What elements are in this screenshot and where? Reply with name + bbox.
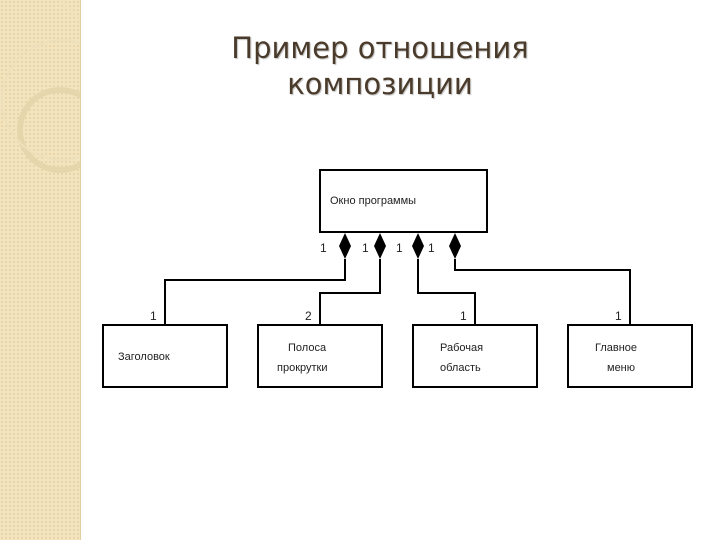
- multiplicity-whole-3: 1: [396, 241, 403, 255]
- multiplicity-part-mainmenu: 1: [615, 309, 622, 323]
- connector-scrollbar: [319, 259, 381, 325]
- class-label-program-window: Окно программы: [330, 195, 416, 207]
- class-box-program-window: [319, 169, 488, 233]
- multiplicity-whole-4: 1: [428, 241, 435, 255]
- page-title: Пример отношения композиции: [130, 30, 630, 102]
- class-label-workarea-2: область: [440, 362, 481, 374]
- multiplicity-part-workarea: 1: [460, 309, 467, 323]
- composition-diamond-1: [339, 233, 351, 259]
- class-label-scrollbar-2: прокрутки: [277, 362, 328, 374]
- class-label-mainmenu-1: Главное: [595, 342, 637, 354]
- class-label-scrollbar-1: Полоса: [288, 342, 327, 354]
- class-box-header: [102, 324, 228, 388]
- connector-workarea: [417, 259, 476, 325]
- multiplicity-whole-2: 1: [362, 241, 369, 255]
- multiplicity-whole-1: 1: [320, 241, 327, 255]
- composition-diamond-4: [449, 233, 461, 259]
- decorative-side-panel: [0, 0, 123, 540]
- multiplicity-part-header: 1: [150, 309, 157, 323]
- connector-mainmenu: [454, 259, 631, 325]
- class-label-header: Заголовок: [118, 351, 170, 363]
- composition-diamond-3: [412, 233, 424, 259]
- class-label-workarea-1: Рабочая: [440, 342, 483, 354]
- class-box-workarea: [412, 324, 538, 388]
- multiplicity-part-scrollbar: 2: [305, 309, 312, 323]
- title-line-2: композиции: [287, 67, 473, 101]
- title-line-1: Пример отношения: [231, 31, 529, 65]
- class-label-mainmenu-2: меню: [607, 362, 635, 374]
- composition-diamond-2: [374, 233, 386, 259]
- class-box-mainmenu: [567, 324, 693, 388]
- connector-header: [164, 259, 346, 325]
- class-box-scrollbar: [257, 324, 383, 388]
